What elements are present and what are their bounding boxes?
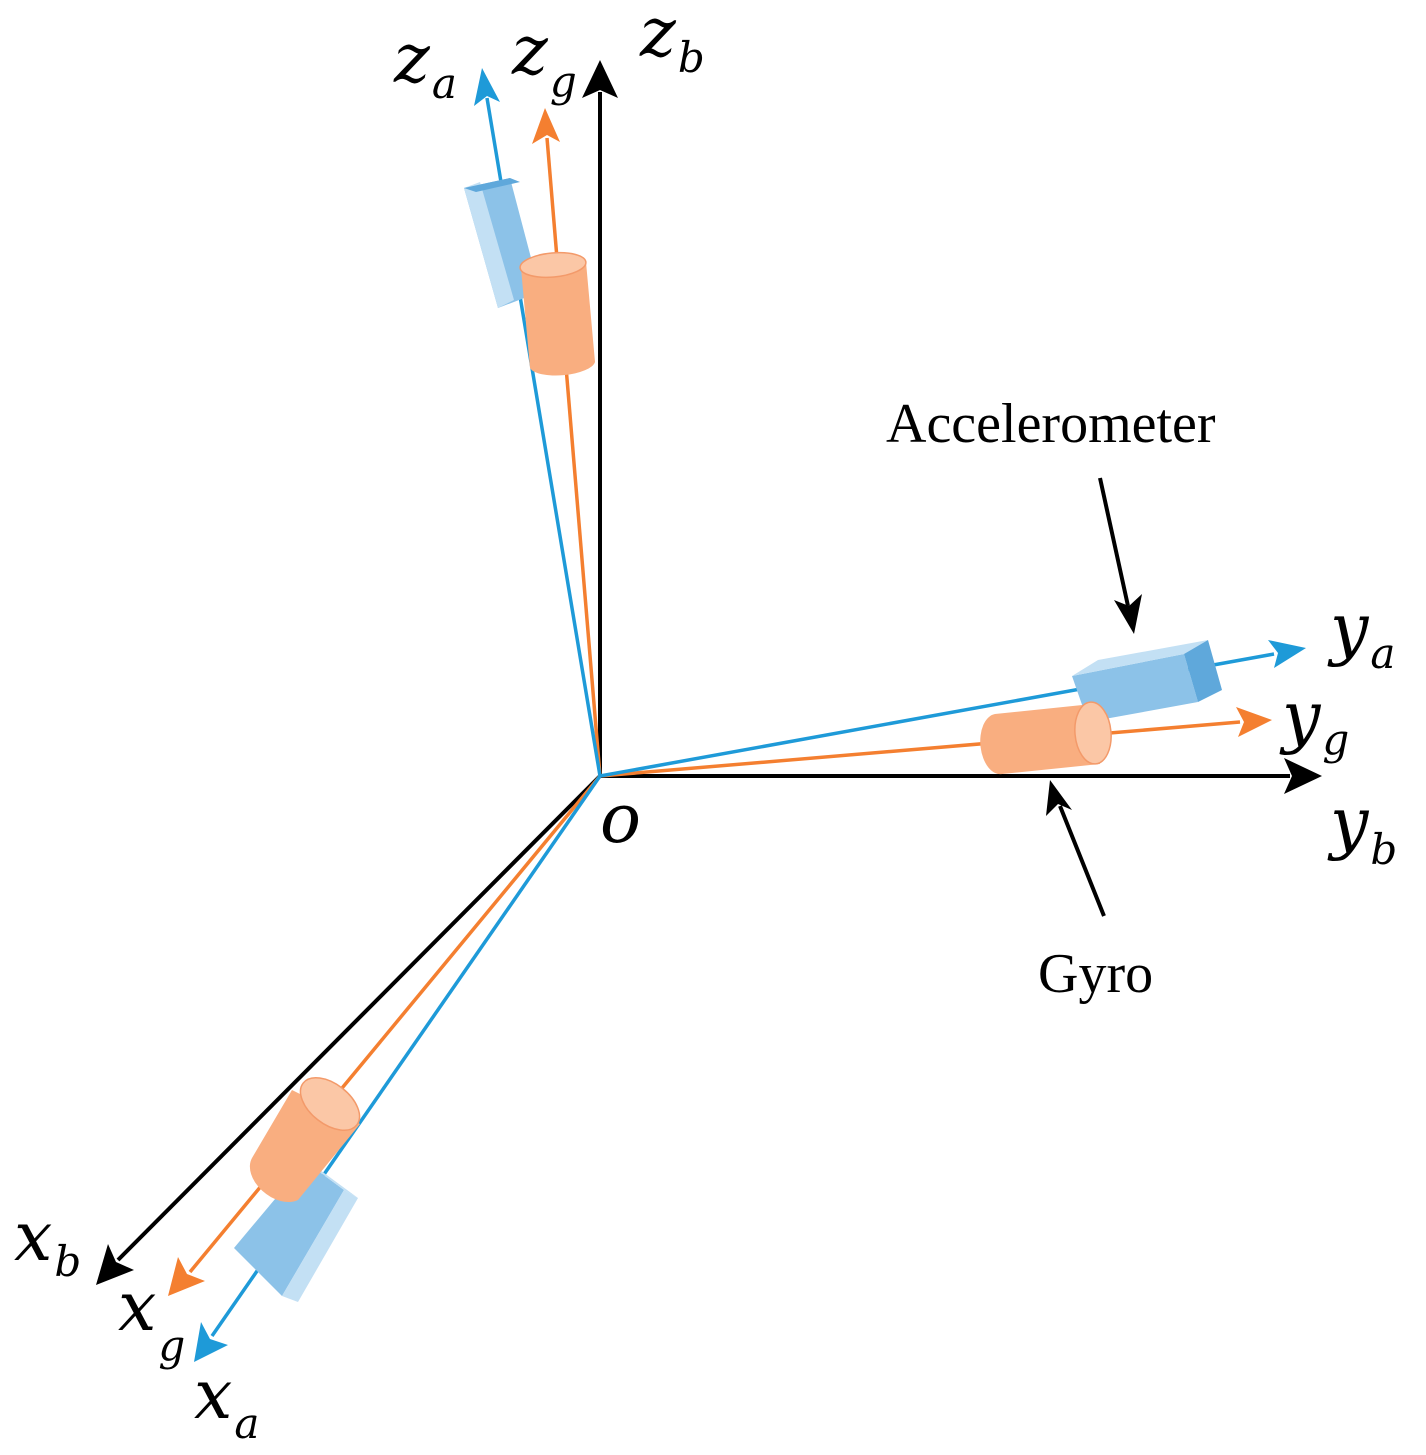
axis-zb-arrowhead: [582, 60, 618, 98]
accelerometer-frame-axes: [194, 68, 1306, 1362]
accelerometer-y-icon: [1072, 640, 1222, 722]
axis-yb-arrowhead: [1284, 758, 1322, 794]
axis-label-za: za: [393, 20, 457, 108]
axis-label-zb: zb: [639, 0, 705, 82]
axis-xg-arrowhead: [168, 1257, 205, 1296]
gyro-z-icon: [519, 251, 595, 376]
gyro-frame-axes: [168, 108, 1272, 1296]
axis-label-xb: xb: [14, 1198, 81, 1286]
axis-ya-arrowhead: [1268, 640, 1306, 668]
axis-label-ya: ya: [1327, 590, 1395, 678]
axis-zg-arrowhead: [532, 108, 560, 144]
axis-za-arrowhead: [474, 68, 500, 106]
axis-xg: [188, 774, 602, 1274]
axis-label-yb: yb: [1327, 784, 1397, 874]
axis-yg: [599, 720, 1241, 778]
axis-label-yg: yg: [1279, 678, 1349, 764]
gyro-x-icon: [249, 1077, 361, 1202]
accelerometer-callout-label: Accelerometer: [886, 393, 1216, 455]
gyro-callout-label: Gyro: [1038, 943, 1153, 1005]
accelerometer-z-icon: [464, 178, 540, 308]
origin-label: o: [600, 780, 641, 859]
axis-xa-arrowhead: [194, 1322, 228, 1362]
axis-label-zg: zg: [511, 12, 577, 106]
axis-xb-arrowhead: [96, 1244, 134, 1285]
gyro-callout-arrow: [1046, 780, 1106, 917]
axis-yg-arrowhead: [1236, 707, 1272, 737]
body-frame-axes: [96, 60, 1322, 1285]
gyro-y-icon: [980, 701, 1112, 775]
accelerometer-callout-arrow: [1098, 477, 1142, 634]
axis-label-xg: xg: [118, 1268, 185, 1370]
axis-label-xa: xa: [194, 1356, 259, 1448]
axis-zg: [545, 137, 602, 777]
axis-xb: [116, 774, 602, 1262]
